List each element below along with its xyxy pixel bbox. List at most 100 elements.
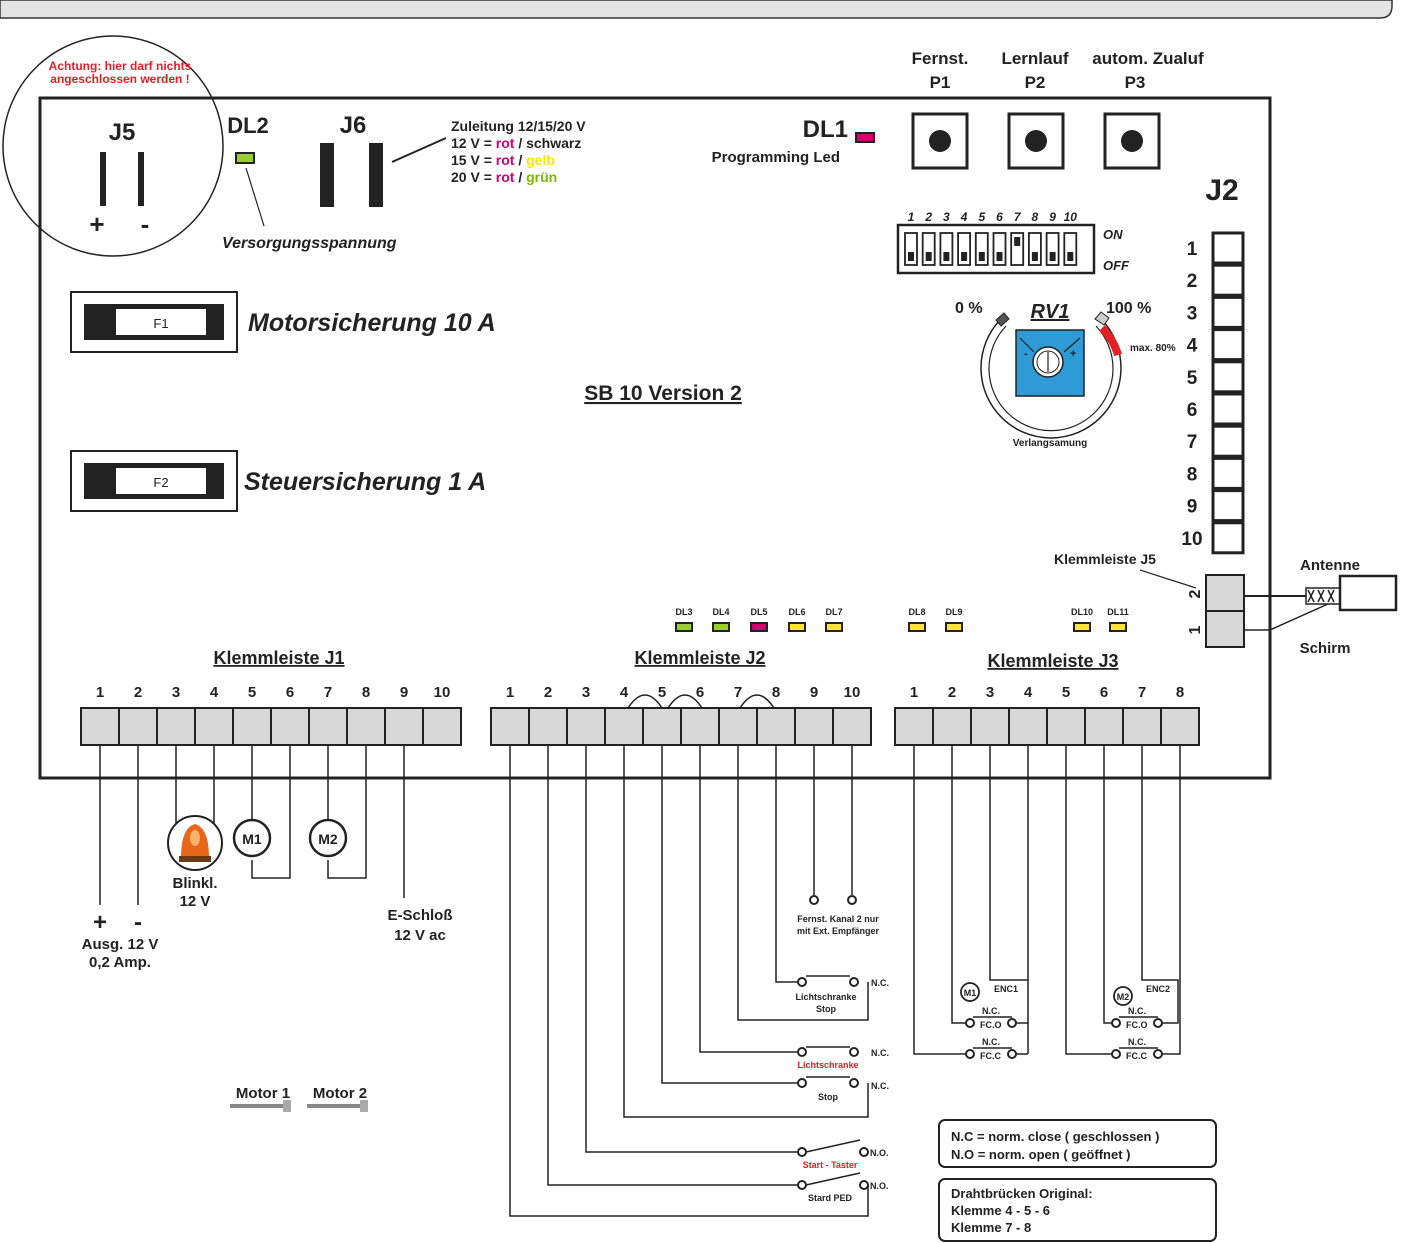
led-dl3 [675,622,693,632]
j1-terminal-10[interactable] [422,707,462,746]
zuleitung-title: Zuleitung 12/15/20 V [451,118,586,134]
j6-pin-b [369,143,383,207]
j3-terminal-8[interactable] [1160,707,1200,746]
led-label: DL11 [1107,607,1129,617]
j1-terminal-4[interactable] [194,707,234,746]
fernst-label2: mit Ext. Empfänger [797,926,880,936]
j2-side-pin-8 [1211,456,1245,490]
j2-side-label: J2 [1205,174,1238,207]
led-dl8 [908,622,926,632]
j3-pin-label: 5 [1062,684,1070,701]
j2-terminal-7[interactable] [718,707,758,746]
antenna-label: Antenne [1300,557,1360,574]
j3-terminal-7[interactable] [1122,707,1162,746]
p3-name: autom. Zualuf [1092,49,1204,68]
j2-side-pin-1 [1211,231,1245,265]
j1-terminal-9[interactable] [384,707,424,746]
j1-terminal-3[interactable] [156,707,196,746]
led-label: DL5 [750,607,767,617]
button-p3[interactable] [1103,112,1161,170]
j3-terminal-2[interactable] [932,707,972,746]
j2-terminal-10[interactable] [832,707,872,746]
rv1-marker-max [1094,311,1110,326]
j2-side-pin-3 [1211,295,1245,329]
dip-number: 1 [908,210,915,224]
no-label-2: N.O. [870,1181,889,1191]
dip-off: OFF [1103,258,1130,273]
j2-pin-label: 9 [810,684,818,701]
dl1-led [855,132,875,143]
dl2-caption: Versorgungsspannung [222,235,397,252]
j2-terminal-5[interactable] [642,707,682,746]
dip-switch[interactable] [904,232,1078,266]
j2-side-pin-label: 5 [1187,368,1198,389]
j5-terminal-1 [1205,610,1245,648]
j1-pin-label: 2 [134,684,142,701]
j1-pin-label: 6 [286,684,294,701]
out-minus: - [134,909,142,936]
j2-side-pin-10 [1211,521,1245,555]
j5-minus: - [141,209,150,239]
button-p2[interactable] [1007,112,1065,170]
j2-terminal-8[interactable] [756,707,796,746]
j1-pin-label: 1 [96,684,104,701]
j2-terminal-6[interactable] [680,707,720,746]
dip-knob [943,252,950,261]
j2-terminal-1[interactable] [490,707,530,746]
licht-label: Lichtschranke [797,1060,858,1070]
rv1-potentiometer[interactable] [1015,329,1085,397]
dip-knob [908,252,914,261]
j2-terminal-2[interactable] [528,707,568,746]
led-label: DL6 [788,607,805,617]
stop-label: Stop [818,1092,838,1102]
j3-m2: M2 [1117,992,1130,1002]
p1-name: Fernst. [912,49,969,68]
j2-terminal-3[interactable] [566,707,606,746]
fernst-label1: Fernst. Kanal 2 nur [797,914,879,924]
j3-terminal-5[interactable] [1046,707,1086,746]
j1-terminal-5[interactable] [232,707,272,746]
j3-terminal-4[interactable] [1008,707,1048,746]
dip-knob [925,252,932,261]
zuleitung-15v: 15 V = rot / gelb [451,152,555,168]
j2-side-pin-5 [1211,360,1245,394]
antenna-coil [1305,587,1341,605]
j3-terminal-3[interactable] [970,707,1010,746]
zuleitung-12v: 12 V = rot / schwarz [451,135,581,151]
wiring [99,694,1181,1217]
j5-pin1: 1 [1187,625,1204,634]
p2-name: Lernlauf [1001,49,1068,68]
lock-label1: E-Schloß [387,907,452,924]
j1-terminal-7[interactable] [308,707,348,746]
j1-terminal-8[interactable] [346,707,386,746]
j1-terminal-1[interactable] [80,707,120,746]
j3-pin-label: 2 [948,684,956,701]
j1-terminal-2[interactable] [118,707,158,746]
j1-terminal-6[interactable] [270,707,310,746]
zuleitung-20v: 20 V = rot / grün [451,169,557,185]
j2-pin-label: 2 [544,684,552,701]
j3-terminal-1[interactable] [894,707,934,746]
schirm-label: Schirm [1300,640,1351,657]
lock-label2: 12 V ac [394,927,446,944]
motor1-label: Motor 1 [236,1085,290,1102]
j3-terminal-6[interactable] [1084,707,1124,746]
button-p1[interactable] [911,112,969,170]
motor2-label: Motor 2 [313,1085,367,1102]
dip-knob [978,252,985,261]
j3-fco-1: FC.O [980,1020,1002,1030]
j2-side-pin-label: 9 [1187,497,1198,518]
j2-terminal-4[interactable] [604,707,644,746]
out-label1: Ausg. 12 V [82,936,159,953]
bridge-title: Drahtbrücken Original: [951,1186,1093,1201]
j2-pin-label: 10 [844,684,861,701]
j2-terminal-9[interactable] [794,707,834,746]
led-dl11 [1109,622,1127,632]
j5-pin-plus [100,152,106,206]
led-dl5 [750,622,768,632]
j1-pin-label: 5 [248,684,256,701]
blink-label1: Blinkl. [172,875,217,892]
